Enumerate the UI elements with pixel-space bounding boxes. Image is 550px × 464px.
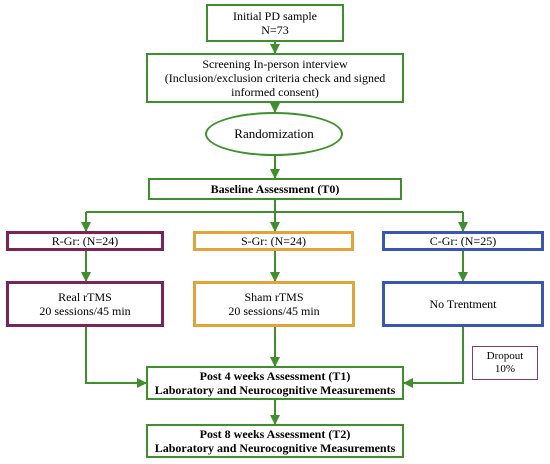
dropout-label: Dropout xyxy=(486,350,524,362)
randomization-ellipse: Randomization xyxy=(205,112,343,156)
post8-measures: Laboratory and Neurocognitive Measuremen… xyxy=(154,441,396,455)
initial-sample-box: Initial PD sample N=73 xyxy=(206,4,344,42)
treatment-real-sessions: 20 sessions/45 min xyxy=(39,304,131,318)
group-real-box: R-Gr: (N=24) xyxy=(6,231,164,251)
screening-title: Screening In-person interview xyxy=(202,57,348,71)
post4-title: Post 4 weeks Assessment (T1) xyxy=(199,369,351,383)
group-control-label: C-Gr: (N=25) xyxy=(429,234,497,248)
baseline-box: Baseline Assessment (T0) xyxy=(148,178,402,200)
arrow-real-treatment-to-post4 xyxy=(85,327,147,388)
treatment-control-title: No Trentment xyxy=(429,297,497,311)
dropout-rate: 10% xyxy=(494,363,516,375)
post8-box: Post 8 weeks Assessment (T2) Laboratory … xyxy=(146,424,404,458)
post4-box: Post 4 weeks Assessment (T1) Laboratory … xyxy=(146,366,404,400)
screening-detail-2: informed consent) xyxy=(231,85,319,99)
group-control-box: C-Gr: (N=25) xyxy=(382,231,544,251)
screening-detail-1: (Inclusion/exclusion criteria check and … xyxy=(164,71,386,85)
randomization-label: Randomization xyxy=(234,126,314,141)
treatment-sham-box: Sham rTMS 20 sessions/45 min xyxy=(193,281,355,327)
treatment-real-box: Real rTMS 20 sessions/45 min xyxy=(6,281,164,327)
arrow-control-treatment-to-post4 xyxy=(403,327,464,388)
treatment-real-title: Real rTMS xyxy=(58,290,112,304)
treatment-sham-sessions: 20 sessions/45 min xyxy=(228,304,320,318)
group-sham-box: S-Gr: (N=24) xyxy=(193,231,354,251)
initial-sample-count: N=73 xyxy=(261,23,289,37)
post4-measures: Laboratory and Neurocognitive Measuremen… xyxy=(154,383,396,397)
group-sham-label: S-Gr: (N=24) xyxy=(240,234,307,248)
treatment-sham-title: Sham rTMS xyxy=(244,290,304,304)
screening-box: Screening In-person interview (Inclusion… xyxy=(146,53,404,103)
baseline-label: Baseline Assessment (T0) xyxy=(210,182,340,196)
initial-sample-title: Initial PD sample xyxy=(233,9,317,23)
group-real-label: R-Gr: (N=24) xyxy=(51,234,119,248)
dropout-box: Dropout 10% xyxy=(472,346,538,380)
treatment-control-box: No Trentment xyxy=(382,281,544,327)
post8-title: Post 8 weeks Assessment (T2) xyxy=(199,427,351,441)
